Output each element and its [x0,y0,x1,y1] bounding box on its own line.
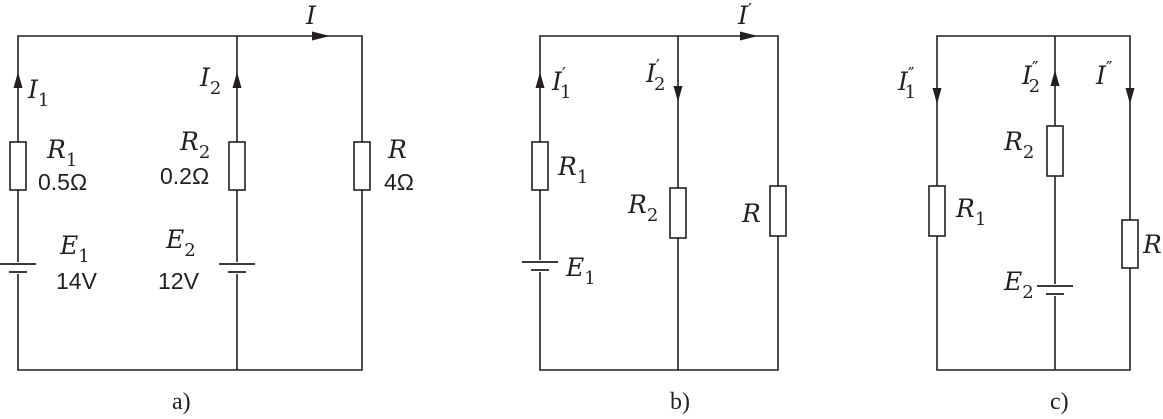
panel-c-circuit: I″1 I″2 I″ R2 R1 R E2 c) [897,35,1162,415]
panel-a-value-R2: 0.2Ω [160,163,209,189]
panel-c-label-I2: I″2 [1021,58,1040,97]
panel-c-label-I: I″ [1095,58,1113,90]
panel-b-label-I1: I′1 [551,64,571,103]
panel-c-resistor-r1 [928,185,946,237]
panel-b-arrow-right-icon [740,31,758,41]
panel-c-label-R: R [1142,230,1162,259]
panel-a-label-I2: I2 [199,63,221,99]
panel-c-wires [936,35,1131,371]
panel-a-arrow-up-icon [13,72,23,88]
panel-c-label-I1: I″1 [897,64,916,103]
panel-a-label-R2: R2 [179,127,210,163]
panel-a-caption: a) [172,389,191,415]
panel-b-label-R1: R1 [557,152,588,188]
panel-a-label-R: R [387,135,407,164]
panel-b-resistor-r [769,185,787,237]
panel-c-caption: c) [1050,389,1069,415]
panel-c-label-R2: R2 [1003,127,1034,163]
panel-b-label-I2: I′2 [645,56,665,95]
panel-b-battery-e1 [522,260,558,272]
panel-a-circuit: I I1 I2 R1 0.5Ω R2 0.2Ω R 4Ω E1 14V E2 1… [0,1,414,415]
panel-a-resistor-r [353,141,371,191]
panel-b-label-R2: R2 [627,190,658,226]
panel-b-arrow-down-icon [673,86,683,102]
panel-a-battery-e1 [0,262,36,274]
panel-a-resistor-r1 [9,141,27,191]
panel-b-label-I: I′ [737,0,752,30]
panel-a-battery-e2 [219,262,255,274]
panel-c-battery-e2 [1037,284,1073,296]
panel-a-label-E2: E2 [165,225,196,261]
panel-a-resistor-r2 [228,141,246,191]
panel-c-arrow-up-icon [1050,70,1060,86]
panel-c-label-R1: R1 [955,194,986,230]
panel-a-value-E1: 14V [56,268,98,294]
panel-a-label-R1: R1 [46,135,77,171]
panel-b-label-R: R [741,199,761,228]
panel-b-caption: b) [670,389,690,415]
panel-c-resistor-r2 [1046,125,1064,177]
panel-a-wires [17,35,363,371]
panel-b-resistor-r1 [531,141,549,191]
panel-a-value-R1: 0.5Ω [38,169,87,195]
panel-b-arrow-up-icon [535,72,545,88]
panel-c-arrow-down-icon [1125,88,1135,104]
panel-b-circuit: I′ I′1 I′2 R1 R2 R E1 b) [522,0,787,415]
panel-a-label-I: I [305,1,317,30]
panel-c-label-E2: E2 [1003,267,1034,303]
panel-a-arrow-right-icon [312,31,330,41]
panel-a-label-E1: E1 [59,231,90,267]
panel-a-value-R: 4Ω [384,169,414,195]
panel-c-arrow-down-icon [932,88,942,104]
panel-b-label-E1: E1 [565,253,596,289]
panel-a-arrow-up-icon [232,72,242,88]
panel-a-label-I1: I1 [27,75,49,111]
panel-b-resistor-r2 [669,187,687,239]
panel-a-value-E2: 12V [158,268,200,294]
panel-c-resistor-r [1121,219,1139,269]
